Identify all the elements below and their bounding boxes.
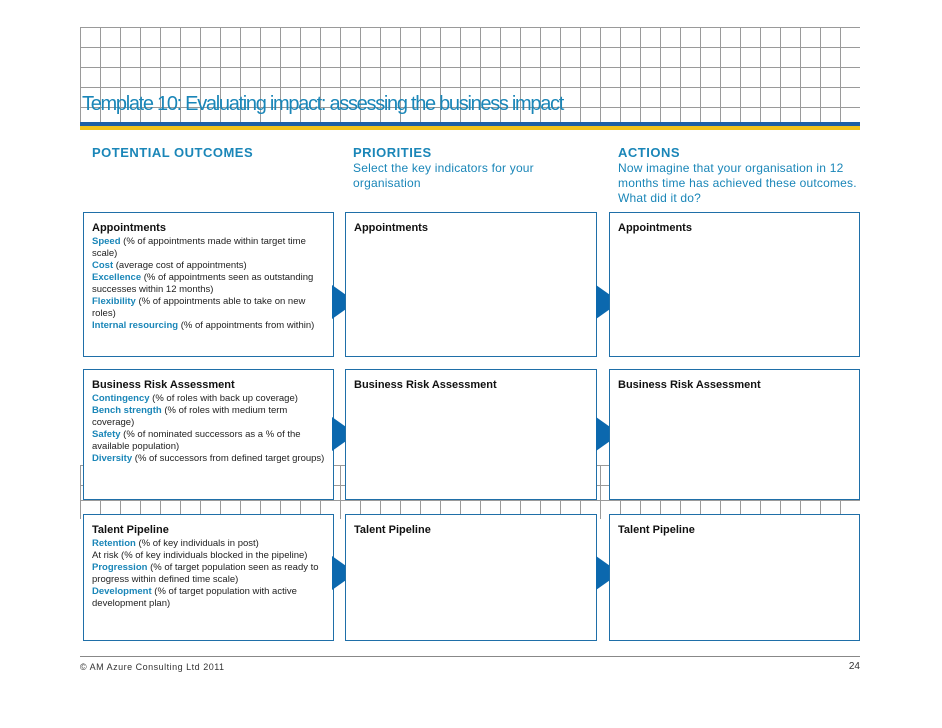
metric-term: Progression xyxy=(92,562,148,573)
actions-box-business-risk: Business Risk Assessment xyxy=(609,369,860,500)
metric-desc: (% of roles with medium term coverage) xyxy=(92,405,288,428)
metric-term: Internal resourcing xyxy=(92,320,179,331)
metric-item: Contingency (% of roles with back up cov… xyxy=(92,393,325,405)
box-title: Talent Pipeline xyxy=(618,524,695,536)
box-title: Talent Pipeline xyxy=(92,524,169,536)
metric-term: Development xyxy=(92,586,152,597)
metric-desc: (average cost of appointments) xyxy=(113,260,247,271)
priorities-box-talent-pipeline: Talent Pipeline xyxy=(345,514,597,641)
metric-item: Safety (% of nominated successors as a %… xyxy=(92,429,325,453)
metric-desc: (% of appointments seen as outstanding s… xyxy=(92,272,314,295)
metric-item: At risk (% of key individuals blocked in… xyxy=(92,550,325,562)
header-priorities: PRIORITIES Select the key indicators for… xyxy=(345,139,601,221)
outcome-box-business-risk: Business Risk Assessment Contingency (% … xyxy=(83,369,334,500)
header-actions: ACTIONS Now imagine that your organisati… xyxy=(610,139,866,221)
metric-item: Bench strength (% of roles with medium t… xyxy=(92,405,325,429)
metric-term: Excellence xyxy=(92,272,142,283)
metric-term: Flexibility xyxy=(92,296,136,307)
metric-item: Retention (% of key individuals in post) xyxy=(92,538,325,550)
metric-term: Cost xyxy=(92,260,114,271)
header-title: PRIORITIES xyxy=(353,145,432,160)
metric-desc: (% of key individuals in post) xyxy=(135,538,259,549)
metric-desc: (% of nominated successors as a % of the… xyxy=(92,429,301,452)
box-title: Talent Pipeline xyxy=(354,524,431,536)
metric-desc: (% of appointments from within) xyxy=(178,320,315,331)
metric-item: Progression (% of target population seen… xyxy=(92,562,325,586)
header-text: Select the key indicators for your organ… xyxy=(353,161,534,190)
box-title: Business Risk Assessment xyxy=(354,379,497,391)
page-number: 24 xyxy=(848,661,860,672)
metric-desc: (% of roles with back up coverage) xyxy=(149,393,298,404)
title-underline-yellow xyxy=(80,126,860,130)
metric-term: Retention xyxy=(92,538,136,549)
metric-item: Development (% of target population with… xyxy=(92,586,325,610)
metric-term: Bench strength xyxy=(92,405,162,416)
actions-box-appointments: Appointments xyxy=(609,212,860,357)
metric-item: Cost (average cost of appointments) xyxy=(92,260,325,272)
actions-box-talent-pipeline: Talent Pipeline xyxy=(609,514,860,641)
box-title: Business Risk Assessment xyxy=(618,379,761,391)
metric-term: Safety xyxy=(92,429,121,440)
priorities-box-appointments: Appointments xyxy=(345,212,597,357)
metric-term: Diversity xyxy=(92,453,133,464)
metric-item: Excellence (% of appointments seen as ou… xyxy=(92,272,325,296)
metric-desc: (% of appointments made within target ti… xyxy=(92,236,306,259)
header-text: Now imagine that your organisation in 12… xyxy=(618,161,857,205)
box-title: Business Risk Assessment xyxy=(92,379,235,391)
metric-item: Internal resourcing (% of appointments f… xyxy=(92,320,325,332)
metric-desc: At risk (% of key individuals blocked in… xyxy=(92,550,308,561)
box-title: Appointments xyxy=(354,222,428,234)
metric-term: Speed xyxy=(92,236,121,247)
metric-desc: (% of target population seen as ready to… xyxy=(92,562,319,585)
footer-divider xyxy=(80,656,860,657)
metric-item: Diversity (% of successors from defined … xyxy=(92,453,325,465)
metric-list: Speed (% of appointments made within tar… xyxy=(92,236,325,332)
page-title: Template 10: Evaluating impact: assessin… xyxy=(82,93,564,115)
header-potential-outcomes: POTENTIAL OUTCOMES xyxy=(84,139,350,221)
priorities-box-business-risk: Business Risk Assessment xyxy=(345,369,597,500)
metric-term: Contingency xyxy=(92,393,150,404)
metric-desc: (% of appointments able to take on new r… xyxy=(92,296,306,319)
metric-item: Flexibility (% of appointments able to t… xyxy=(92,296,325,320)
metric-list: Retention (% of key individuals in post)… xyxy=(92,538,325,610)
header-title: POTENTIAL OUTCOMES xyxy=(92,145,254,160)
outcome-box-appointments: Appointments Speed (% of appointments ma… xyxy=(83,212,334,357)
box-title: Appointments xyxy=(92,222,166,234)
header-title: ACTIONS xyxy=(618,145,680,160)
title-underline-blue xyxy=(80,122,860,126)
metric-desc: (% of successors from defined target gro… xyxy=(132,453,325,464)
outcome-box-talent-pipeline: Talent Pipeline Retention (% of key indi… xyxy=(83,514,334,641)
footer-copyright: © AM Azure Consulting Ltd 2011 xyxy=(80,662,225,672)
metric-list: Contingency (% of roles with back up cov… xyxy=(92,393,325,465)
grid-background xyxy=(80,27,860,122)
metric-desc: (% of target population with active deve… xyxy=(92,586,297,609)
box-title: Appointments xyxy=(618,222,692,234)
metric-item: Speed (% of appointments made within tar… xyxy=(92,236,325,260)
